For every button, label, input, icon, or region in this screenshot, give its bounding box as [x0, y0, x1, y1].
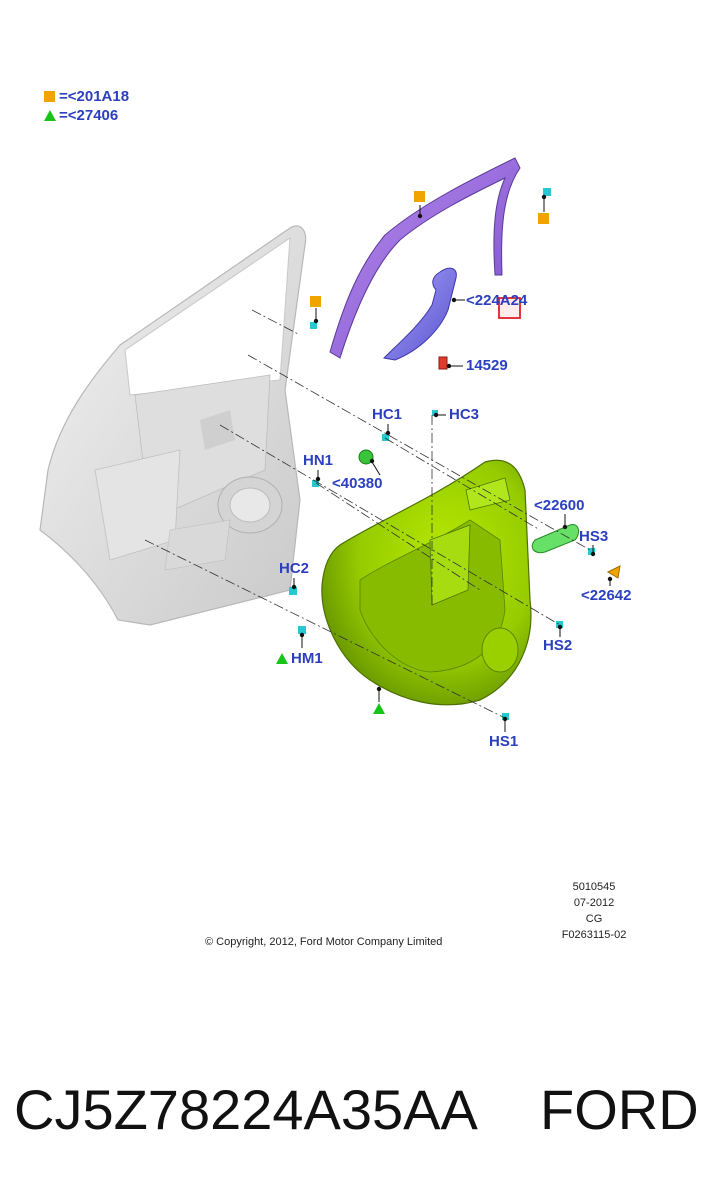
triangle-marker-icon	[373, 703, 385, 714]
callout-hs2: HS2	[543, 637, 573, 654]
switch-bezel	[531, 523, 580, 554]
legend-triangle-label: =<27406	[59, 107, 119, 124]
legend-square-row: =<201A18	[44, 88, 129, 105]
meta-code: CG	[585, 913, 603, 925]
callout-hc2: HC2	[279, 560, 310, 577]
square-marker-icon	[538, 213, 549, 224]
leader-dots	[291, 194, 613, 722]
callout-hc1: HC1	[372, 406, 403, 423]
callout-hs3: HS3	[579, 528, 609, 545]
exploded-door-diagram	[39, 157, 621, 732]
door-trim-panel	[321, 459, 532, 706]
assembly-lines	[144, 309, 591, 719]
callout-hc3: HC3	[449, 406, 480, 423]
callout-22642: <22642	[581, 587, 632, 604]
callout-hm1-row: HM1	[276, 650, 323, 667]
callout-hm1: HM1	[291, 650, 323, 667]
meta-id: 5010545	[572, 881, 616, 893]
callout-14529: 14529	[466, 357, 508, 374]
copyright-text: © Copyright, 2012, Ford Motor Company Li…	[205, 936, 443, 948]
brand-name: FORD	[540, 1078, 699, 1141]
handle-bezel	[382, 267, 457, 361]
illustration-meta: 5010545 07-2012 CG F0263115-02	[555, 879, 633, 943]
legend-square-label: =<201A18	[59, 88, 130, 105]
door-inner-frame	[39, 225, 307, 626]
clip-parts	[289, 188, 621, 720]
callout-40380: <40380	[332, 475, 383, 492]
window-weatherstrip	[329, 157, 521, 359]
highlight-box	[498, 297, 521, 319]
triangle-marker-icon	[44, 110, 56, 121]
callout-hs1: HS1	[489, 733, 519, 750]
callout-22600: <22600	[534, 497, 585, 514]
meta-date: 07-2012	[573, 897, 615, 909]
meta-figure: F0263115-02	[561, 929, 627, 941]
callout-224a24: <224A24	[466, 292, 528, 309]
callout-hn1: HN1	[303, 452, 334, 469]
part-number: CJ5Z78224A35AA	[14, 1078, 478, 1141]
triangle-marker-icon	[276, 653, 288, 664]
square-marker-icon	[310, 296, 321, 307]
square-marker-icon	[44, 91, 55, 102]
square-marker-icon	[414, 191, 425, 202]
legend-triangle-row: =<27406	[44, 107, 118, 124]
